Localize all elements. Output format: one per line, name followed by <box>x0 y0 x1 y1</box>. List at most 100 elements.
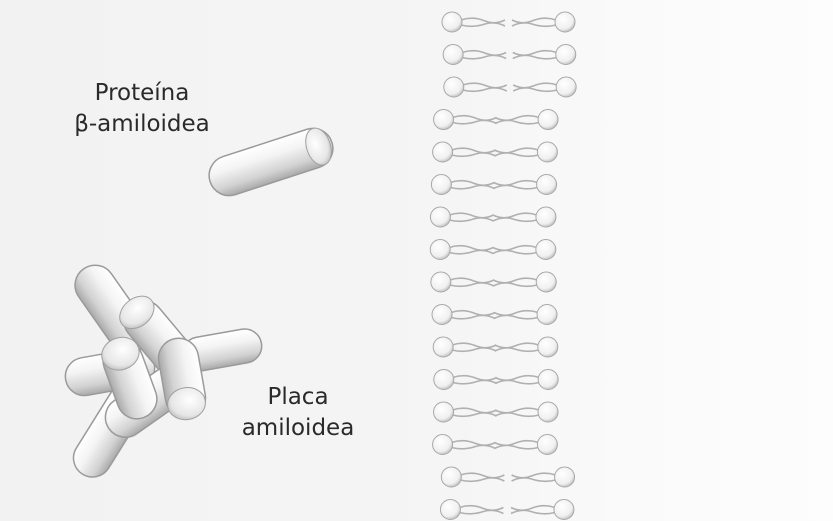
lipid-head <box>431 272 451 292</box>
lipid-head <box>536 240 556 260</box>
lipid-row <box>442 12 575 32</box>
lipid-tail <box>451 315 495 318</box>
lipid-tail <box>452 445 496 448</box>
lipid-head <box>432 305 452 325</box>
lipid-head <box>538 402 558 422</box>
plaque-label-line2: amiloidea <box>238 413 358 444</box>
lipid-row <box>431 272 556 292</box>
lipid-tail <box>493 218 537 221</box>
lipid-tail <box>452 348 496 351</box>
lipid-tail <box>452 441 496 446</box>
lipid-tail <box>460 473 504 478</box>
lipid-head <box>537 175 557 195</box>
lipid-tail <box>513 51 557 56</box>
lipid-tail <box>449 213 493 218</box>
lipid-head <box>434 110 454 130</box>
lipid-tail <box>512 23 556 26</box>
lipid-tail <box>450 283 494 286</box>
lipid-tail <box>494 185 538 188</box>
lipid-tail <box>512 473 556 478</box>
lipid-row <box>434 110 558 130</box>
lipid-head <box>555 12 575 32</box>
lipid-head <box>430 240 450 260</box>
lipid-tail <box>493 213 537 218</box>
lipid-row <box>433 435 558 455</box>
lipid-tail <box>463 88 507 91</box>
lipid-tail <box>495 376 539 381</box>
lipid-head <box>536 272 556 292</box>
lipid-tail <box>513 83 557 88</box>
lipid-head <box>434 402 454 422</box>
lipid-head <box>555 467 575 487</box>
lipid-tail <box>461 18 505 23</box>
lipid-head <box>442 12 462 32</box>
lipid-head <box>431 175 451 195</box>
lipid-tail <box>493 246 537 251</box>
lipid-tail <box>459 506 503 511</box>
amyloid-plaque <box>62 257 264 484</box>
lipid-row <box>433 337 558 357</box>
lipid-head <box>538 337 558 357</box>
lipid-tail <box>453 376 497 381</box>
lipid-row <box>434 370 558 390</box>
lipid-row <box>433 142 558 162</box>
lipid-head <box>441 467 461 487</box>
lipid-tail <box>452 148 496 153</box>
lipid-tail <box>494 148 538 153</box>
lipid-row <box>431 175 556 195</box>
lipid-tail <box>494 181 538 186</box>
lipid-tail <box>495 348 539 351</box>
protein-label-line2: β-amiloidea <box>52 109 232 140</box>
lipid-head <box>443 45 463 65</box>
lipid-tail <box>463 83 507 88</box>
lipid-tail <box>462 51 506 56</box>
lipid-tail <box>511 506 555 511</box>
lipid-head <box>538 110 558 130</box>
lipid-row <box>441 467 574 487</box>
lipid-tail <box>494 153 538 156</box>
lipid-tail <box>453 408 497 413</box>
lipid-tail <box>461 23 505 26</box>
protein-label-line1: Proteína <box>52 78 232 109</box>
lipid-head <box>433 435 453 455</box>
lipid-tail <box>451 311 495 316</box>
lipid-tail <box>450 185 494 188</box>
lipid-tail <box>495 408 539 413</box>
lipid-tail <box>493 278 537 283</box>
lipid-tail <box>460 478 504 481</box>
plaque-label-line1: Placa <box>238 382 358 413</box>
lipid-tail <box>513 55 557 58</box>
lipid-tail <box>450 181 494 186</box>
lipid-head <box>444 77 464 97</box>
lipid-head <box>433 337 453 357</box>
lipid-tail <box>495 380 539 383</box>
lipid-tail <box>452 343 496 348</box>
lipid-tail <box>449 218 493 221</box>
plaque-label: Placa amiloidea <box>238 382 358 444</box>
protein-label: Proteína β-amiloidea <box>52 78 232 140</box>
lipid-tail <box>452 153 496 156</box>
lipid-tail <box>494 311 538 316</box>
lipid-tail <box>462 55 506 58</box>
lipid-row <box>434 402 558 422</box>
lipid-head <box>433 142 453 162</box>
lipid-head <box>556 45 576 65</box>
lipid-head <box>537 435 557 455</box>
lipid-tail <box>511 510 555 513</box>
lipid-tail <box>513 88 557 91</box>
lipid-tail <box>512 18 556 23</box>
lipid-tail <box>493 283 537 286</box>
lipid-row <box>432 305 557 325</box>
lipid-tail <box>453 116 497 121</box>
lipid-tail <box>494 441 538 446</box>
lipid-tail <box>493 250 537 253</box>
lipid-tail <box>494 445 538 448</box>
lipid-head <box>554 500 574 520</box>
lipid-tail <box>459 510 503 513</box>
lipid-row <box>440 500 574 520</box>
lipid-tail <box>453 380 497 383</box>
lipid-row <box>430 207 556 227</box>
lipid-tail <box>495 413 539 416</box>
lipid-tail <box>453 413 497 416</box>
